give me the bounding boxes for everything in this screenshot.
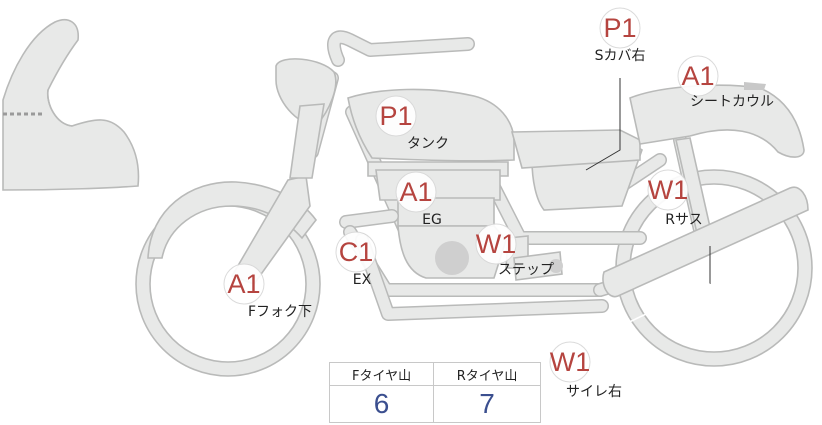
front-tire-tread-value: 6 xyxy=(328,385,435,423)
rear-tire-tread-value: 7 xyxy=(433,385,541,423)
badge-label: EX xyxy=(353,272,372,288)
badge-circle xyxy=(677,55,719,97)
badge-tank[interactable]: P1 タンク xyxy=(375,95,449,152)
badge-code: W1 xyxy=(648,175,689,205)
front-fork-upper xyxy=(289,103,325,179)
badge-label: シートカウル xyxy=(690,94,774,110)
badge-rear-suspension[interactable]: W1 Rサス xyxy=(647,169,703,228)
badge-label: Sカバ右 xyxy=(595,48,646,64)
badge-s-cover-right[interactable]: P1 Sカバ右 xyxy=(595,7,646,64)
handlebar xyxy=(327,30,475,67)
badge-circle xyxy=(223,263,265,305)
silencer xyxy=(602,186,809,298)
badge-seat-cowl[interactable]: A1 シートカウル xyxy=(677,55,774,110)
badge-label: Fフォク下 xyxy=(248,304,312,320)
seat xyxy=(510,129,641,169)
badge-code: W1 xyxy=(550,347,591,377)
front-fender xyxy=(147,181,318,259)
badge-circle xyxy=(647,169,689,211)
badge-label: ステップ xyxy=(498,262,554,278)
tail-light xyxy=(744,82,766,90)
badge-label: Rサス xyxy=(665,212,702,228)
badge-step[interactable]: W1 ステップ xyxy=(475,223,554,278)
badge-label: タンク xyxy=(407,136,449,152)
badge-code: A1 xyxy=(399,177,432,207)
footpeg xyxy=(513,251,563,281)
badge-exhaust[interactable]: C1 EX xyxy=(335,231,377,288)
badge-circle xyxy=(599,7,641,49)
badge-label: EG xyxy=(422,212,442,228)
badge-circle xyxy=(335,231,377,273)
badge-code: C1 xyxy=(339,237,374,267)
badge-circle xyxy=(395,171,437,213)
badge-circle xyxy=(475,223,517,265)
engine-block xyxy=(367,161,529,279)
badge-code: A1 xyxy=(227,269,260,299)
badge-code: P1 xyxy=(379,101,412,131)
badge-code: A1 xyxy=(681,61,714,91)
front-cowl xyxy=(2,18,140,191)
badge-silencer-right[interactable]: W1 サイレ右 xyxy=(549,341,622,400)
badge-code: P1 xyxy=(603,13,636,43)
leader-lines xyxy=(573,78,711,349)
badge-engine[interactable]: A1 EG xyxy=(395,171,442,228)
rear-tire-tread-header: Rタイヤ山 xyxy=(433,362,541,386)
badge-circle xyxy=(375,95,417,137)
badge-front-fork-lower[interactable]: A1 Fフォク下 xyxy=(223,263,312,320)
tire-tread-table: Fタイヤ山 Rタイヤ山 6 7 xyxy=(328,362,541,423)
badge-code: W1 xyxy=(476,229,517,259)
front-tire-tread-header: Fタイヤ山 xyxy=(328,362,435,386)
badge-label: サイレ右 xyxy=(566,384,622,400)
badge-circle xyxy=(549,341,591,383)
